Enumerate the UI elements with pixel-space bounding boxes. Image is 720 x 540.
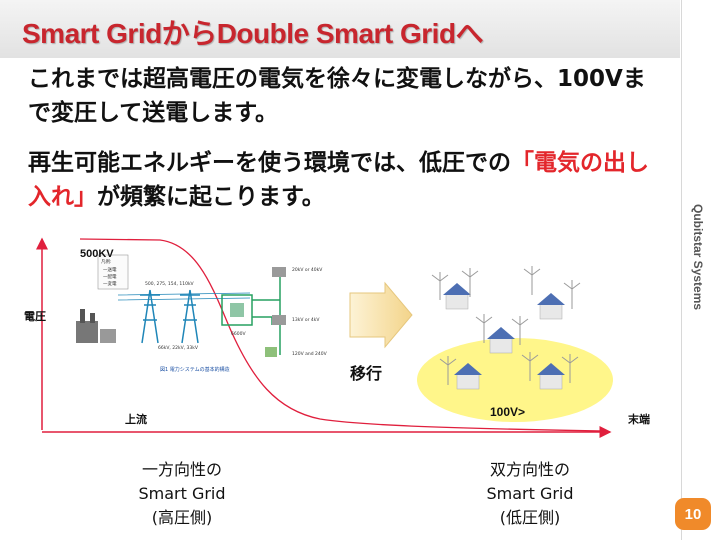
page-number-badge: 10: [675, 498, 711, 530]
caption-two-way: 双方向性の Smart Grid (低圧側): [440, 458, 620, 530]
caption-one-way-line: (高圧側): [151, 508, 213, 527]
legend-transmission: 一送電: [103, 266, 117, 273]
legend-substation: 一変電: [103, 280, 117, 287]
legend-title: 凡例:: [101, 258, 112, 265]
sidebar: [681, 0, 720, 540]
low-voltage-label: 100V>: [490, 405, 526, 419]
transition-label: 移行: [350, 366, 383, 383]
paragraph-1: これまでは超高電圧の電気を徐々に変電しながら、100Vまで変圧して送電します。: [28, 66, 646, 126]
grid-diagram: 凡例: 一送電 一配電 一変電 500, 275, 154, 110kV 66k…: [36, 237, 613, 438]
paragraph-2-tail: が頻繁に起こります。: [97, 184, 325, 210]
power-plant: [76, 321, 98, 343]
distributed-generation: [431, 266, 581, 390]
station-label: 500, 275, 154, 110kV: [145, 281, 195, 287]
paragraph-2: 再生可能エネルギーを使う環境では、低圧での「電気の出し入れ」が頻繁に起こります。: [28, 146, 668, 214]
solar-house: [454, 363, 482, 390]
caption-one-way: 一方向性の Smart Grid (高圧側): [92, 458, 272, 530]
caption-two-way-line: (低圧側): [499, 508, 561, 527]
transmission-tower: [140, 289, 160, 344]
station-label: 6600V: [231, 331, 246, 337]
voltage-axis-label: 電圧: [24, 311, 46, 323]
company-name: Qubitstar Systems: [691, 203, 705, 311]
paragraph-2-lead: 再生可能エネルギーを使う環境では、低圧での: [28, 150, 511, 176]
solar-house: [537, 363, 565, 390]
legend-distribution: 一配電: [103, 274, 117, 280]
transition-arrow: [349, 281, 413, 349]
station-label: 20kV or 40kV: [292, 267, 323, 273]
building-icon: [272, 315, 286, 325]
upstream-label: 上流: [125, 414, 147, 426]
substation-transformer: [230, 303, 244, 317]
plant-chimney: [80, 309, 85, 323]
solar-house: [443, 283, 471, 310]
high-voltage-label: 500KV: [80, 248, 114, 260]
caption-two-way-line: Smart Grid: [486, 484, 574, 503]
caption-one-way-line: 一方向性の: [141, 460, 222, 479]
slide-title: Smart GridからDouble Smart Gridへ: [22, 18, 484, 49]
solar-house: [487, 327, 515, 354]
house-icon: [265, 347, 277, 357]
voltage-curve: [79, 238, 606, 432]
figure-caption: 図1 電力システムの基本的構造: [160, 366, 230, 373]
station-label: 120V and 240V: [292, 351, 328, 357]
title-band: [0, 0, 680, 58]
plant-chimney: [90, 313, 95, 323]
factory-icon: [272, 267, 286, 277]
solar-house: [537, 293, 565, 320]
wind-turbines: [431, 266, 581, 385]
caption-two-way-line: 双方向性の: [489, 460, 570, 479]
caption-one-way-line: Smart Grid: [138, 484, 226, 503]
power-system-figure: 凡例: 一送電 一配電 一変電 500, 275, 154, 110kV 66k…: [76, 254, 328, 373]
station-label: 13kV or 4kV: [292, 317, 320, 323]
legend-box: [97, 254, 129, 290]
downstream-label: 末端: [628, 414, 650, 426]
station-label: 66kV, 22kV, 33kV: [158, 345, 199, 351]
transmission-tower: [180, 289, 200, 344]
paragraph-2-highlight: 「電気の出し入れ」: [28, 150, 649, 210]
transmission-line: [117, 292, 251, 301]
substation: [221, 294, 253, 326]
step-up-transformer: [100, 329, 116, 343]
